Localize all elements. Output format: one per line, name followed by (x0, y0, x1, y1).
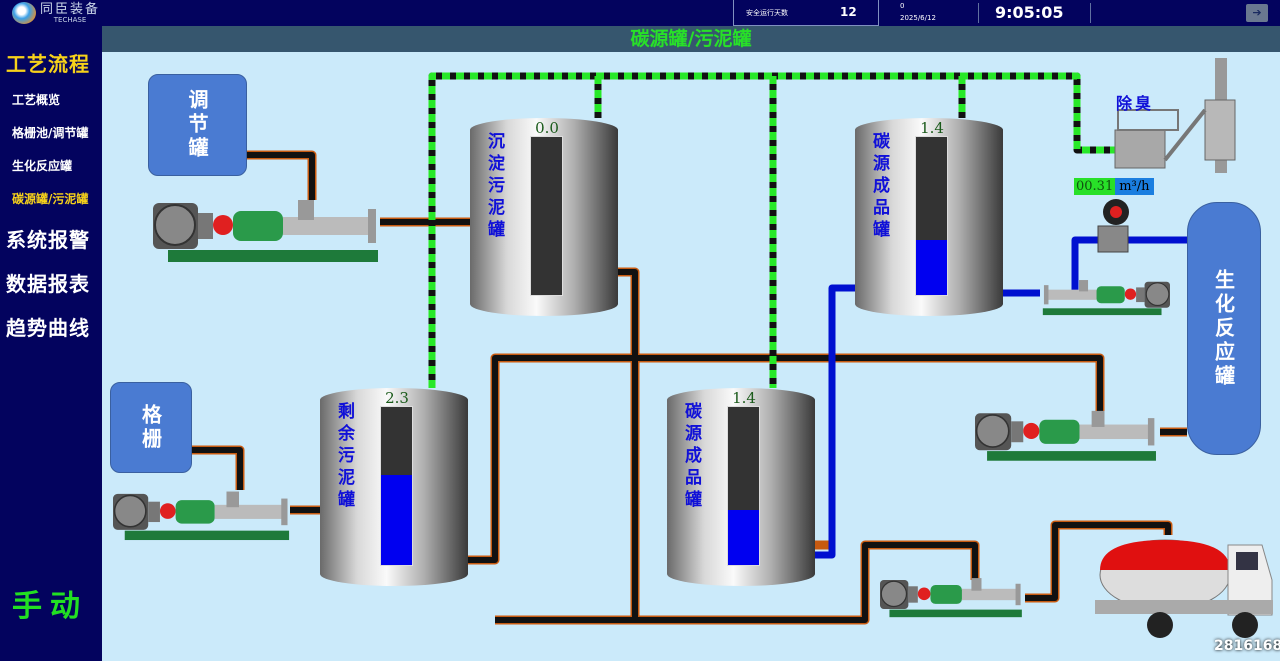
sidebar: 工艺流程 工艺概览 格栅池/调节罐 生化反应罐 碳源罐/污泥罐 系统报警 数据报… (0, 26, 100, 661)
tank-value: 1.4 (732, 389, 756, 407)
nav-alarm[interactable]: 系统报警 (6, 228, 90, 252)
pump-grille (113, 490, 290, 541)
deodorizer-label: 除臭 (1116, 94, 1155, 113)
nav-bio-reactor[interactable]: 生化反应罐 (12, 159, 73, 173)
pump-bio (975, 410, 1157, 462)
level-fill (728, 509, 759, 565)
tank-label: 沉淀污泥罐 (484, 132, 504, 242)
tank-label: 碳源成品罐 (869, 132, 889, 242)
nav-report[interactable]: 数据报表 (6, 272, 90, 296)
tank-excess-sludge[interactable]: 剩余污泥罐 2.3 (320, 388, 468, 586)
level-gauge (915, 136, 948, 296)
tank-sediment-sludge[interactable]: 沉淀污泥罐 0.0 (470, 118, 618, 316)
deodorizer-icon (1114, 58, 1236, 173)
exit-icon[interactable]: ➔ (1246, 4, 1268, 22)
mode-manual[interactable]: 手动 (12, 589, 88, 624)
nav-grille-adjust[interactable]: 格栅池/调节罐 (12, 126, 89, 140)
pump-carbon (1042, 279, 1170, 316)
counter: 0 (900, 2, 905, 10)
adjust-tank-box[interactable]: 调节罐 (148, 74, 247, 176)
nav-carbon-sludge[interactable]: 碳源罐/污泥罐 (12, 192, 89, 206)
brand-name: 同臣装备 (40, 1, 101, 17)
tank-value: 0.0 (535, 119, 559, 137)
nav-overview[interactable]: 工艺概览 (12, 93, 61, 107)
pipes (113, 58, 1273, 638)
level-gauge (727, 406, 760, 566)
brand-en: TECHASE (53, 15, 87, 24)
nav-process[interactable]: 工艺流程 (6, 52, 90, 76)
logo-icon (12, 2, 36, 24)
tank-value: 1.4 (920, 119, 944, 137)
date: 2025/6/12 (900, 14, 936, 22)
grille-box[interactable]: 格栅 (110, 382, 192, 473)
safe-days-label: 安全运行天数 (746, 9, 788, 17)
pump-truck (880, 577, 1023, 618)
nav-trend[interactable]: 趋势曲线 (6, 316, 90, 340)
tank-value: 2.3 (385, 389, 409, 407)
level-fill (916, 239, 947, 295)
clock: 9:05:05 (995, 3, 1064, 22)
process-canvas: 调节罐 格栅 生化反应罐 沉淀污泥罐 0.0 碳源成品罐 1.4 剩余污泥罐 2… (102, 52, 1280, 661)
page-title: 碳源罐/污泥罐 (102, 26, 1280, 52)
flow-unit: m³/h (1115, 178, 1154, 195)
level-gauge (380, 406, 413, 566)
flow-meter-readout: 00.31 m³/h (1074, 178, 1154, 195)
safe-days-value: 12 (840, 5, 857, 19)
flow-value: 00.31 (1074, 178, 1116, 195)
tanker-truck-icon (1095, 539, 1273, 638)
tank-label: 碳源成品罐 (681, 402, 701, 512)
safe-days-box: 安全运行天数 12 (733, 0, 879, 26)
pump-adjust (153, 199, 379, 263)
watermark: 28161688.com (1214, 638, 1280, 654)
tank-carbon-product-2[interactable]: 碳源成品罐 1.4 (667, 388, 815, 586)
tank-label: 剩余污泥罐 (334, 402, 354, 512)
tank-carbon-product-1[interactable]: 碳源成品罐 1.4 (855, 118, 1003, 316)
level-gauge (530, 136, 563, 296)
bio-reactor-box[interactable]: 生化反应罐 (1187, 202, 1261, 455)
level-fill (381, 474, 412, 565)
